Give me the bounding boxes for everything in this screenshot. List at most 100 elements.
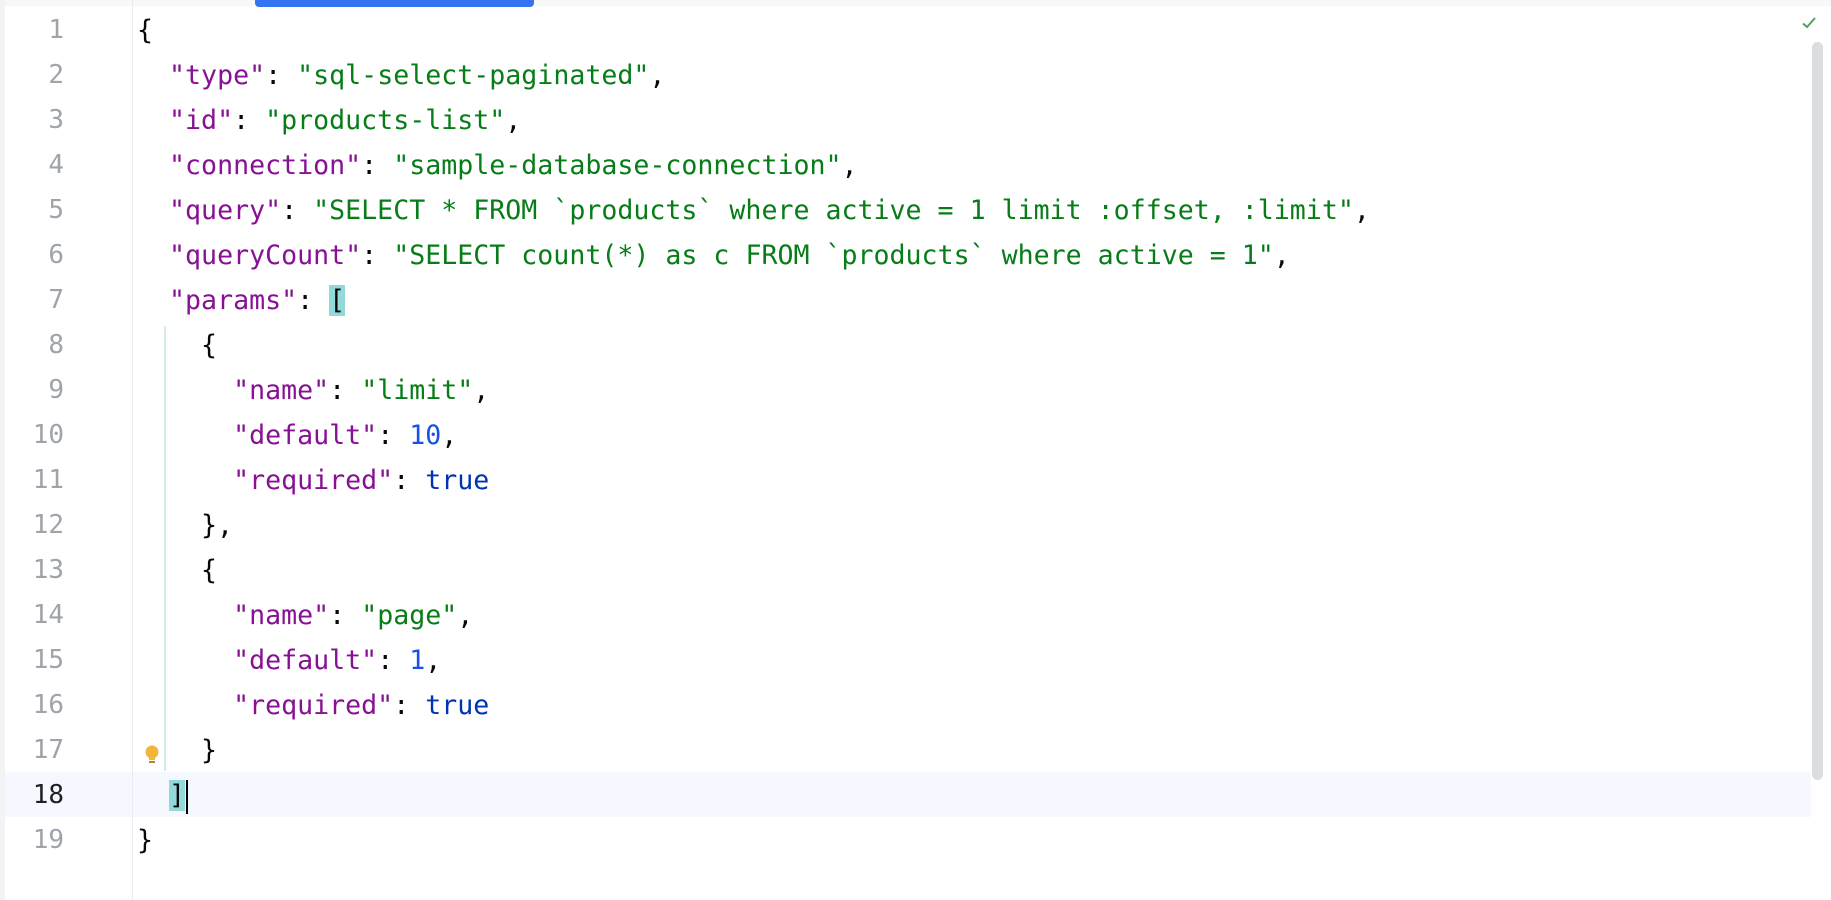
code-line: { (137, 548, 217, 593)
brace: } (137, 825, 154, 856)
json-key: "connection" (169, 150, 362, 181)
brace: { (137, 15, 154, 46)
json-key: "required" (233, 465, 394, 496)
colon: : (233, 105, 266, 136)
code-line: } (137, 728, 217, 773)
code-line: "default": 10, (137, 413, 457, 458)
code-line: "connection": "sample-database-connectio… (137, 143, 858, 188)
code-line: "name": "limit", (137, 368, 489, 413)
code-line: } (137, 818, 153, 863)
line-number: 2 (48, 60, 64, 90)
code-line: "queryCount": "SELECT count(*) as c FROM… (137, 233, 1290, 278)
code-line: "type": "sql-select-paginated", (137, 53, 665, 98)
line-number: 17 (32, 735, 64, 765)
code-line: { (137, 8, 153, 53)
comma: , (649, 60, 666, 91)
json-boolean: true (425, 465, 490, 496)
current-line-highlight (5, 772, 1811, 817)
json-key: "name" (233, 600, 330, 631)
json-key: "query" (169, 195, 282, 226)
json-number: 10 (409, 420, 442, 451)
gutter-separator (132, 0, 133, 900)
code-line: "default": 1, (137, 638, 441, 683)
json-key: "id" (169, 105, 234, 136)
colon: : (377, 645, 410, 676)
text-caret (186, 779, 189, 814)
line-number: 9 (48, 375, 64, 405)
line-number-current: 18 (32, 780, 64, 810)
code-line: "name": "page", (137, 593, 473, 638)
brace: { (201, 330, 218, 361)
json-string: "SELECT * FROM `products` where active =… (313, 195, 1354, 226)
json-key: "default" (233, 420, 378, 451)
comma: , (1273, 240, 1290, 271)
line-number: 19 (32, 825, 64, 855)
code-line: "required": true (137, 683, 489, 728)
colon: : (297, 285, 330, 316)
editor-left-edge (0, 0, 5, 900)
colon: : (361, 150, 394, 181)
json-string: "sql-select-paginated" (297, 60, 650, 91)
line-number: 7 (48, 285, 64, 315)
colon: : (265, 60, 298, 91)
line-number: 6 (48, 240, 64, 270)
json-key: "queryCount" (169, 240, 362, 271)
line-number: 1 (48, 15, 64, 45)
json-string: "sample-database-connection" (393, 150, 842, 181)
json-string: "page" (361, 600, 458, 631)
json-key: "default" (233, 645, 378, 676)
editor-top-edge (0, 0, 1831, 6)
json-key: "type" (169, 60, 266, 91)
colon: : (393, 690, 426, 721)
line-number: 8 (48, 330, 64, 360)
comma: , (1353, 195, 1370, 226)
comma: , (505, 105, 522, 136)
check-icon[interactable] (1799, 14, 1819, 34)
colon: : (393, 465, 426, 496)
json-string: "products-list" (265, 105, 506, 136)
brace: }, (201, 510, 234, 541)
brace: { (201, 555, 218, 586)
code-line: { (137, 323, 217, 368)
colon: : (281, 195, 314, 226)
line-number: 15 (32, 645, 64, 675)
line-number: 16 (32, 690, 64, 720)
matched-bracket: [ (329, 285, 346, 316)
line-number: 11 (32, 465, 64, 495)
colon: : (361, 240, 394, 271)
comma: , (841, 150, 858, 181)
line-number: 3 (48, 105, 64, 135)
lightbulb-icon[interactable] (143, 744, 161, 766)
vertical-scrollbar[interactable] (1812, 42, 1823, 780)
line-number: 14 (32, 600, 64, 630)
brace: } (201, 735, 218, 766)
json-key: "name" (233, 375, 330, 406)
comma: , (473, 375, 490, 406)
matched-bracket: ] (169, 780, 186, 811)
comma: , (457, 600, 474, 631)
line-number: 5 (48, 195, 64, 225)
json-string: "limit" (361, 375, 474, 406)
code-line: "params": [ (137, 278, 346, 323)
active-tab-indicator (255, 0, 534, 7)
json-number: 1 (409, 645, 426, 676)
line-number: 13 (32, 555, 64, 585)
colon: : (377, 420, 410, 451)
json-key: "params" (169, 285, 298, 316)
json-string: "SELECT count(*) as c FROM `products` wh… (393, 240, 1274, 271)
code-line: }, (137, 503, 233, 548)
code-line: "query": "SELECT * FROM `products` where… (137, 188, 1370, 233)
code-line: "required": true (137, 458, 489, 503)
json-boolean: true (425, 690, 490, 721)
code-line: "id": "products-list", (137, 98, 521, 143)
code-line-current: ] (137, 773, 189, 818)
comma: , (441, 420, 458, 451)
comma: , (425, 645, 442, 676)
line-number: 4 (48, 150, 64, 180)
line-number: 10 (32, 420, 64, 450)
indent-guide (164, 326, 166, 771)
json-key: "required" (233, 690, 394, 721)
line-number: 12 (32, 510, 64, 540)
colon: : (329, 600, 362, 631)
